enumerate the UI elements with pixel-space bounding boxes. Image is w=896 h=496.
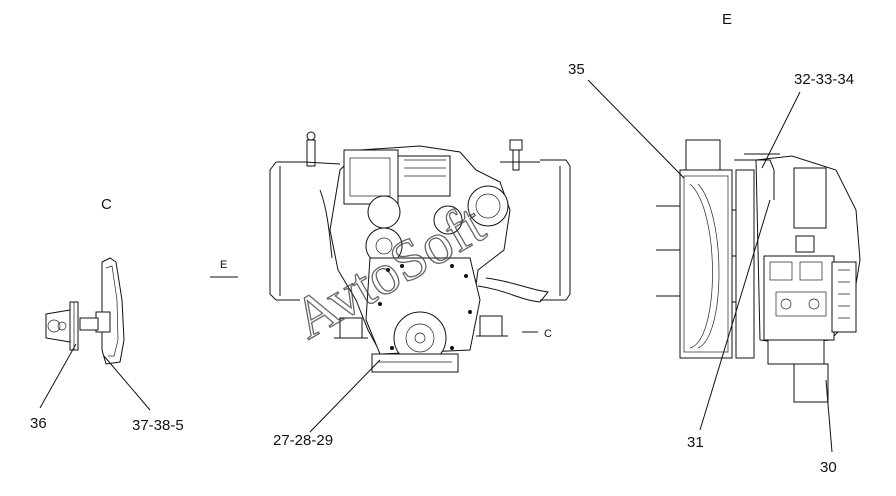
callout-31: 31 [687,434,704,451]
callout-30: 30 [820,459,837,476]
view-e-assembly [587,79,861,453]
engine-front-view: C [269,131,571,433]
view-label-c: C [101,196,112,213]
callout-32-33-34: 32-33-34 [794,71,854,88]
callout-27-28-29: 27-28-29 [273,432,333,449]
callout-35: 35 [568,61,585,78]
section-mark-c: C [544,328,552,340]
section-mark-e-left: E [220,259,227,271]
view-label-e: E [722,11,732,28]
view-c-assembly [39,257,151,411]
section-arrow-e: E [210,259,238,278]
callout-37-38-5: 37-38-5 [132,417,184,434]
callout-36: 36 [30,415,47,432]
